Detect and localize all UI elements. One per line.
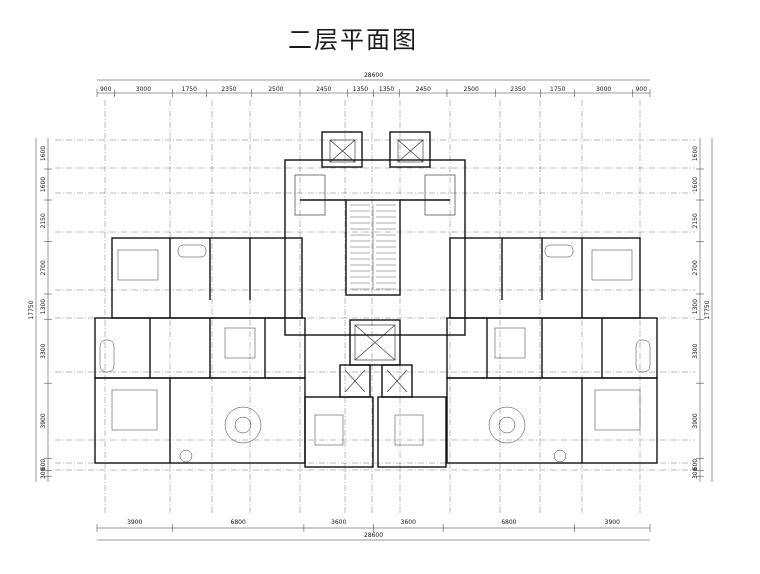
- right-dim-label: 1600: [692, 146, 699, 161]
- top-dim-label: 1750: [550, 86, 565, 93]
- right-dim-label: 2150: [692, 213, 699, 228]
- right-dim-label: 300: [692, 467, 699, 479]
- top-dim-label: 2450: [416, 86, 431, 93]
- top-dim-label: 900: [100, 86, 112, 93]
- top-dim-label: 2500: [464, 86, 479, 93]
- bottom-dim-label: 3900: [605, 519, 620, 526]
- bottom-dim-label: 6800: [231, 519, 246, 526]
- left-dim-label: 2150: [40, 213, 47, 228]
- bottom-dim-total: 28600: [364, 532, 383, 539]
- top-dim-label: 2350: [510, 86, 525, 93]
- axis-grid: [55, 100, 695, 515]
- top-dim-label: 900: [636, 86, 648, 93]
- top-dim-label: 2350: [221, 86, 236, 93]
- top-dimensions: 900 3000 1750 2350 2500 2450 1350 1350 2450 2500 2…: [96, 72, 651, 97]
- bottom-dim-label: 3900: [127, 519, 142, 526]
- top-dim-label: 1750: [182, 86, 197, 93]
- right-dim-label: 1600: [692, 177, 699, 192]
- left-dim-label: 1600: [40, 177, 47, 192]
- top-dim-label: 1350: [353, 86, 368, 93]
- left-dim-label: 1300: [40, 299, 47, 314]
- furniture: [99, 244, 651, 463]
- left-dim-label: 300: [40, 467, 47, 479]
- left-dim-label: 600: [40, 459, 47, 471]
- right-dim-label: 2700: [692, 260, 699, 275]
- right-dim-label: 1300: [692, 299, 699, 314]
- bottom-dim-label: 3600: [401, 519, 416, 526]
- left-dim-label: 3300: [40, 343, 47, 358]
- right-dim-total: 17750: [704, 300, 711, 319]
- building-walls: [94, 131, 658, 468]
- right-dim-label: 600: [692, 459, 699, 471]
- bottom-dim-label: 3600: [331, 519, 346, 526]
- left-dim-label: 2700: [40, 260, 47, 275]
- top-dim-label: 3000: [136, 86, 151, 93]
- stair-treads: [350, 204, 396, 290]
- top-dim-label: 2450: [316, 86, 331, 93]
- top-dim-label: 3000: [596, 86, 611, 93]
- left-dim-label: 3900: [40, 413, 47, 428]
- left-dim-label: 1600: [40, 146, 47, 161]
- top-dim-label: 1350: [379, 86, 394, 93]
- right-dim-label: 3900: [692, 413, 699, 428]
- drawing-title: 二层平面图: [288, 26, 418, 54]
- bottom-dimensions: 3900 6800 3600 3600 6800 3900 28600: [96, 519, 651, 541]
- left-dim-total: 17750: [28, 300, 35, 319]
- right-dim-label: 3300: [692, 343, 699, 358]
- top-dim-total: 28600: [364, 72, 383, 79]
- bottom-dim-label: 6800: [501, 519, 516, 526]
- top-dim-label: 2500: [268, 86, 283, 93]
